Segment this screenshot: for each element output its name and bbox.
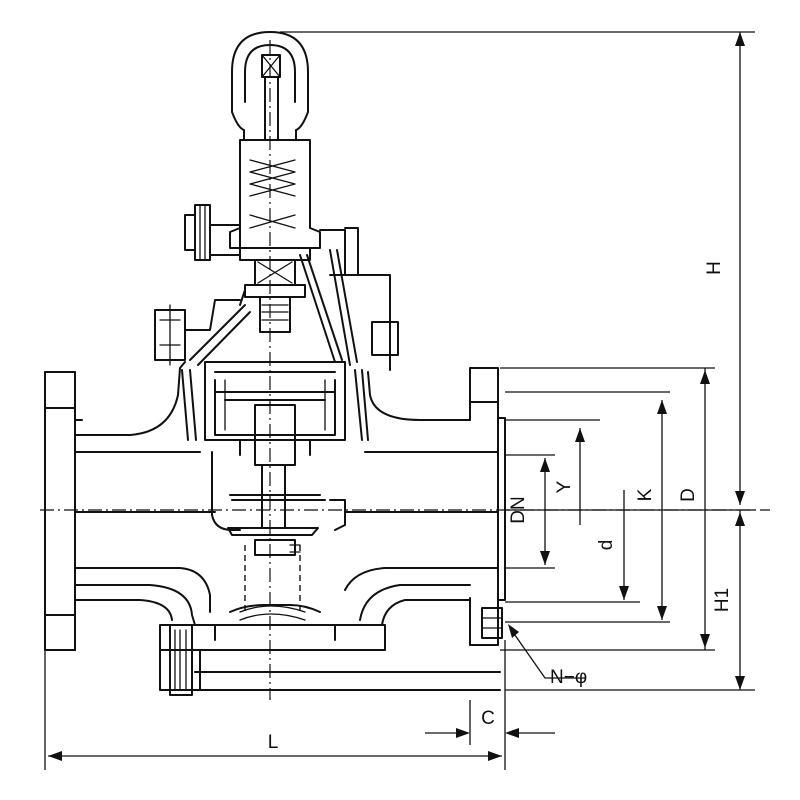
label-Y: Y xyxy=(554,480,575,493)
label-D: D xyxy=(678,488,699,502)
label-DN: DN xyxy=(508,496,529,523)
label-H1: H1 xyxy=(712,588,733,612)
label-L: L xyxy=(268,732,279,753)
label-K: K xyxy=(635,488,656,501)
bonnet xyxy=(229,139,321,249)
pilot-spring xyxy=(249,159,296,197)
label-H: H xyxy=(704,261,725,275)
dimension-labels: H H1 D K Y DN d L C N−φ xyxy=(268,261,733,753)
valve-stem xyxy=(261,464,286,529)
valve-internals xyxy=(181,249,369,621)
valve-body xyxy=(44,361,506,696)
valve-disc xyxy=(227,527,319,536)
label-d: d xyxy=(596,540,617,551)
left-flange xyxy=(44,371,76,651)
right-flange xyxy=(469,367,499,646)
bottom-cover xyxy=(159,624,386,691)
label-C: C xyxy=(481,708,495,729)
dimension-lines xyxy=(44,31,755,770)
label-N-phi: N−φ xyxy=(550,667,587,688)
pilot-assembly xyxy=(154,31,399,371)
diaphragm-chamber xyxy=(204,361,346,441)
pipe-bore xyxy=(74,451,216,513)
